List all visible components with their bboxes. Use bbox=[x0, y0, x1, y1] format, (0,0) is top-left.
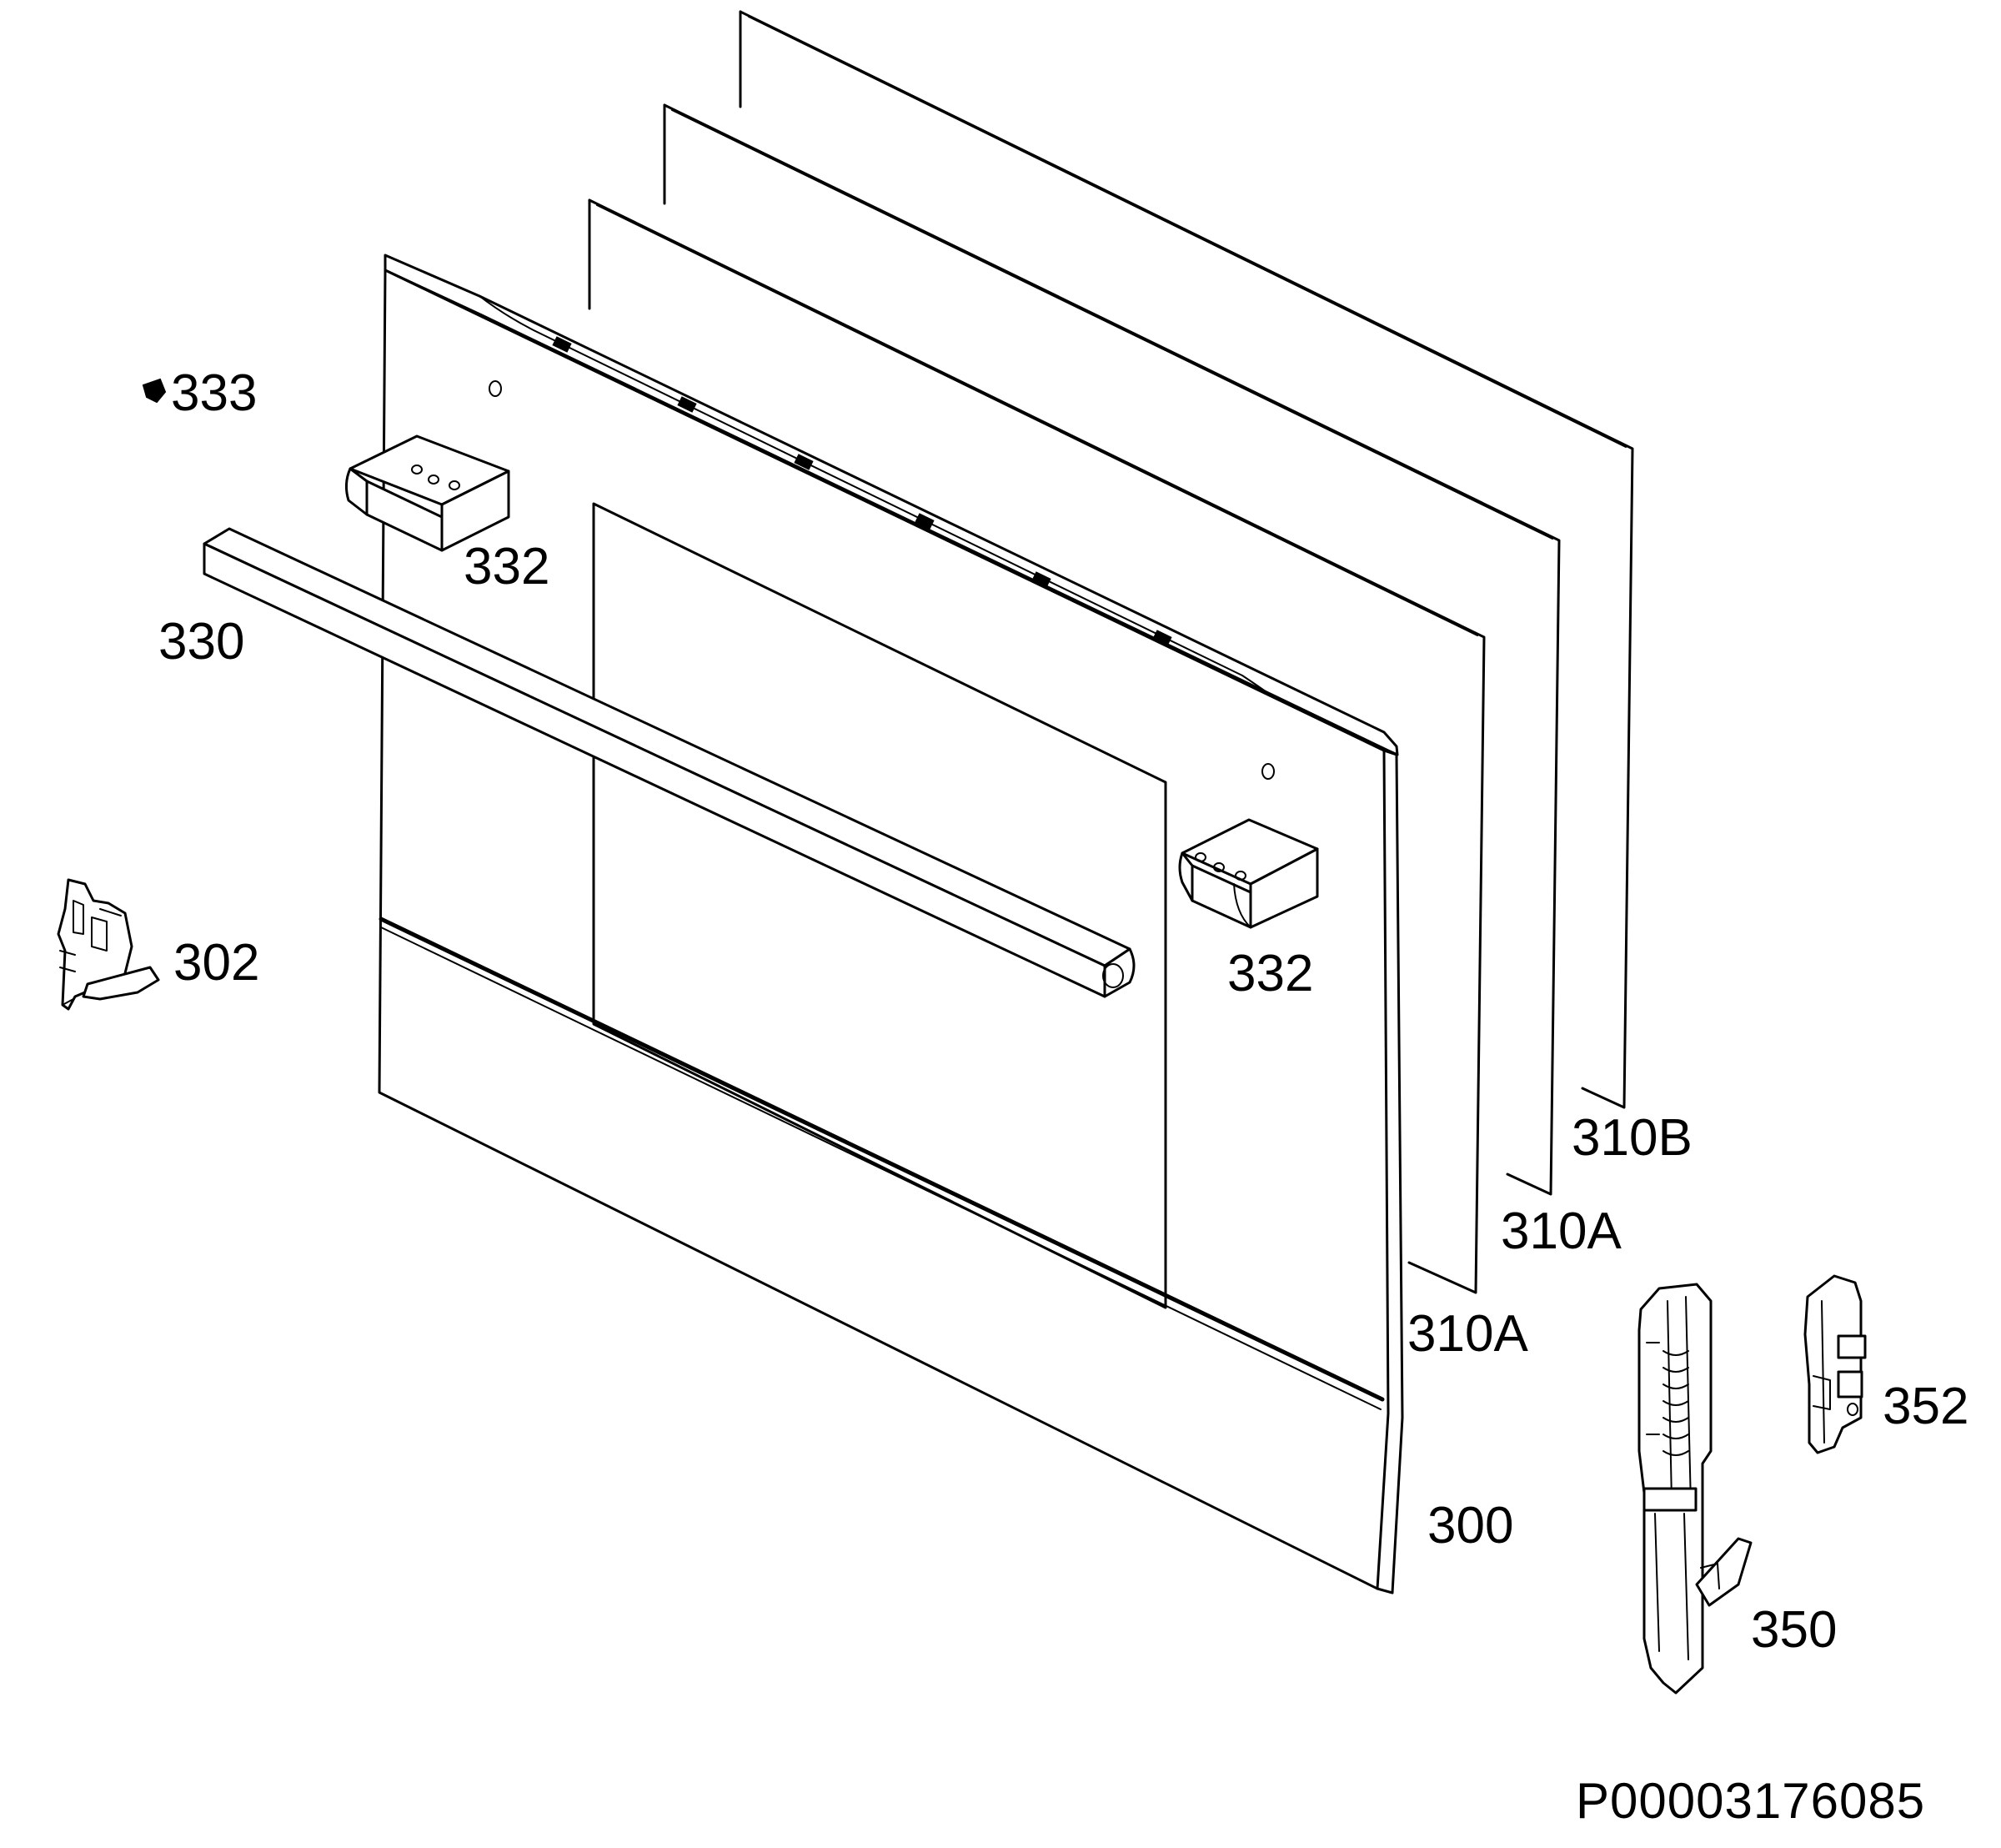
label-302: 302 bbox=[173, 934, 259, 992]
label-352: 352 bbox=[1883, 1378, 1968, 1435]
part-332-handle-bracket-left[interactable] bbox=[344, 434, 510, 552]
part-302-hinge-support[interactable] bbox=[57, 878, 160, 1011]
label-310b: 310B bbox=[1572, 1109, 1693, 1167]
label-333: 333 bbox=[171, 364, 257, 422]
drawing-number: P00003176085 bbox=[1576, 1773, 1925, 1829]
part-310a-inner-glass[interactable] bbox=[588, 198, 1486, 1294]
label-310a-inner: 310A bbox=[1407, 1305, 1528, 1363]
part-310a-middle-glass[interactable] bbox=[663, 103, 1561, 1196]
part-300-door-panel[interactable] bbox=[378, 254, 1404, 1594]
part-350-hinge[interactable] bbox=[1637, 1283, 1753, 1695]
part-333-screw-icon[interactable] bbox=[142, 378, 167, 404]
part-352-hinge-bracket[interactable] bbox=[1803, 1274, 1867, 1454]
label-350: 350 bbox=[1751, 1601, 1837, 1659]
label-332-right: 332 bbox=[1227, 945, 1313, 1002]
label-300: 300 bbox=[1427, 1497, 1513, 1554]
part-310b-rear-glass[interactable] bbox=[739, 10, 1634, 1109]
part-332-handle-bracket-right[interactable] bbox=[1178, 818, 1319, 929]
label-310a-middle: 310A bbox=[1501, 1203, 1622, 1260]
label-330: 330 bbox=[158, 613, 244, 670]
label-332-left: 332 bbox=[464, 538, 549, 595]
part-330-handle[interactable] bbox=[203, 527, 1136, 998]
